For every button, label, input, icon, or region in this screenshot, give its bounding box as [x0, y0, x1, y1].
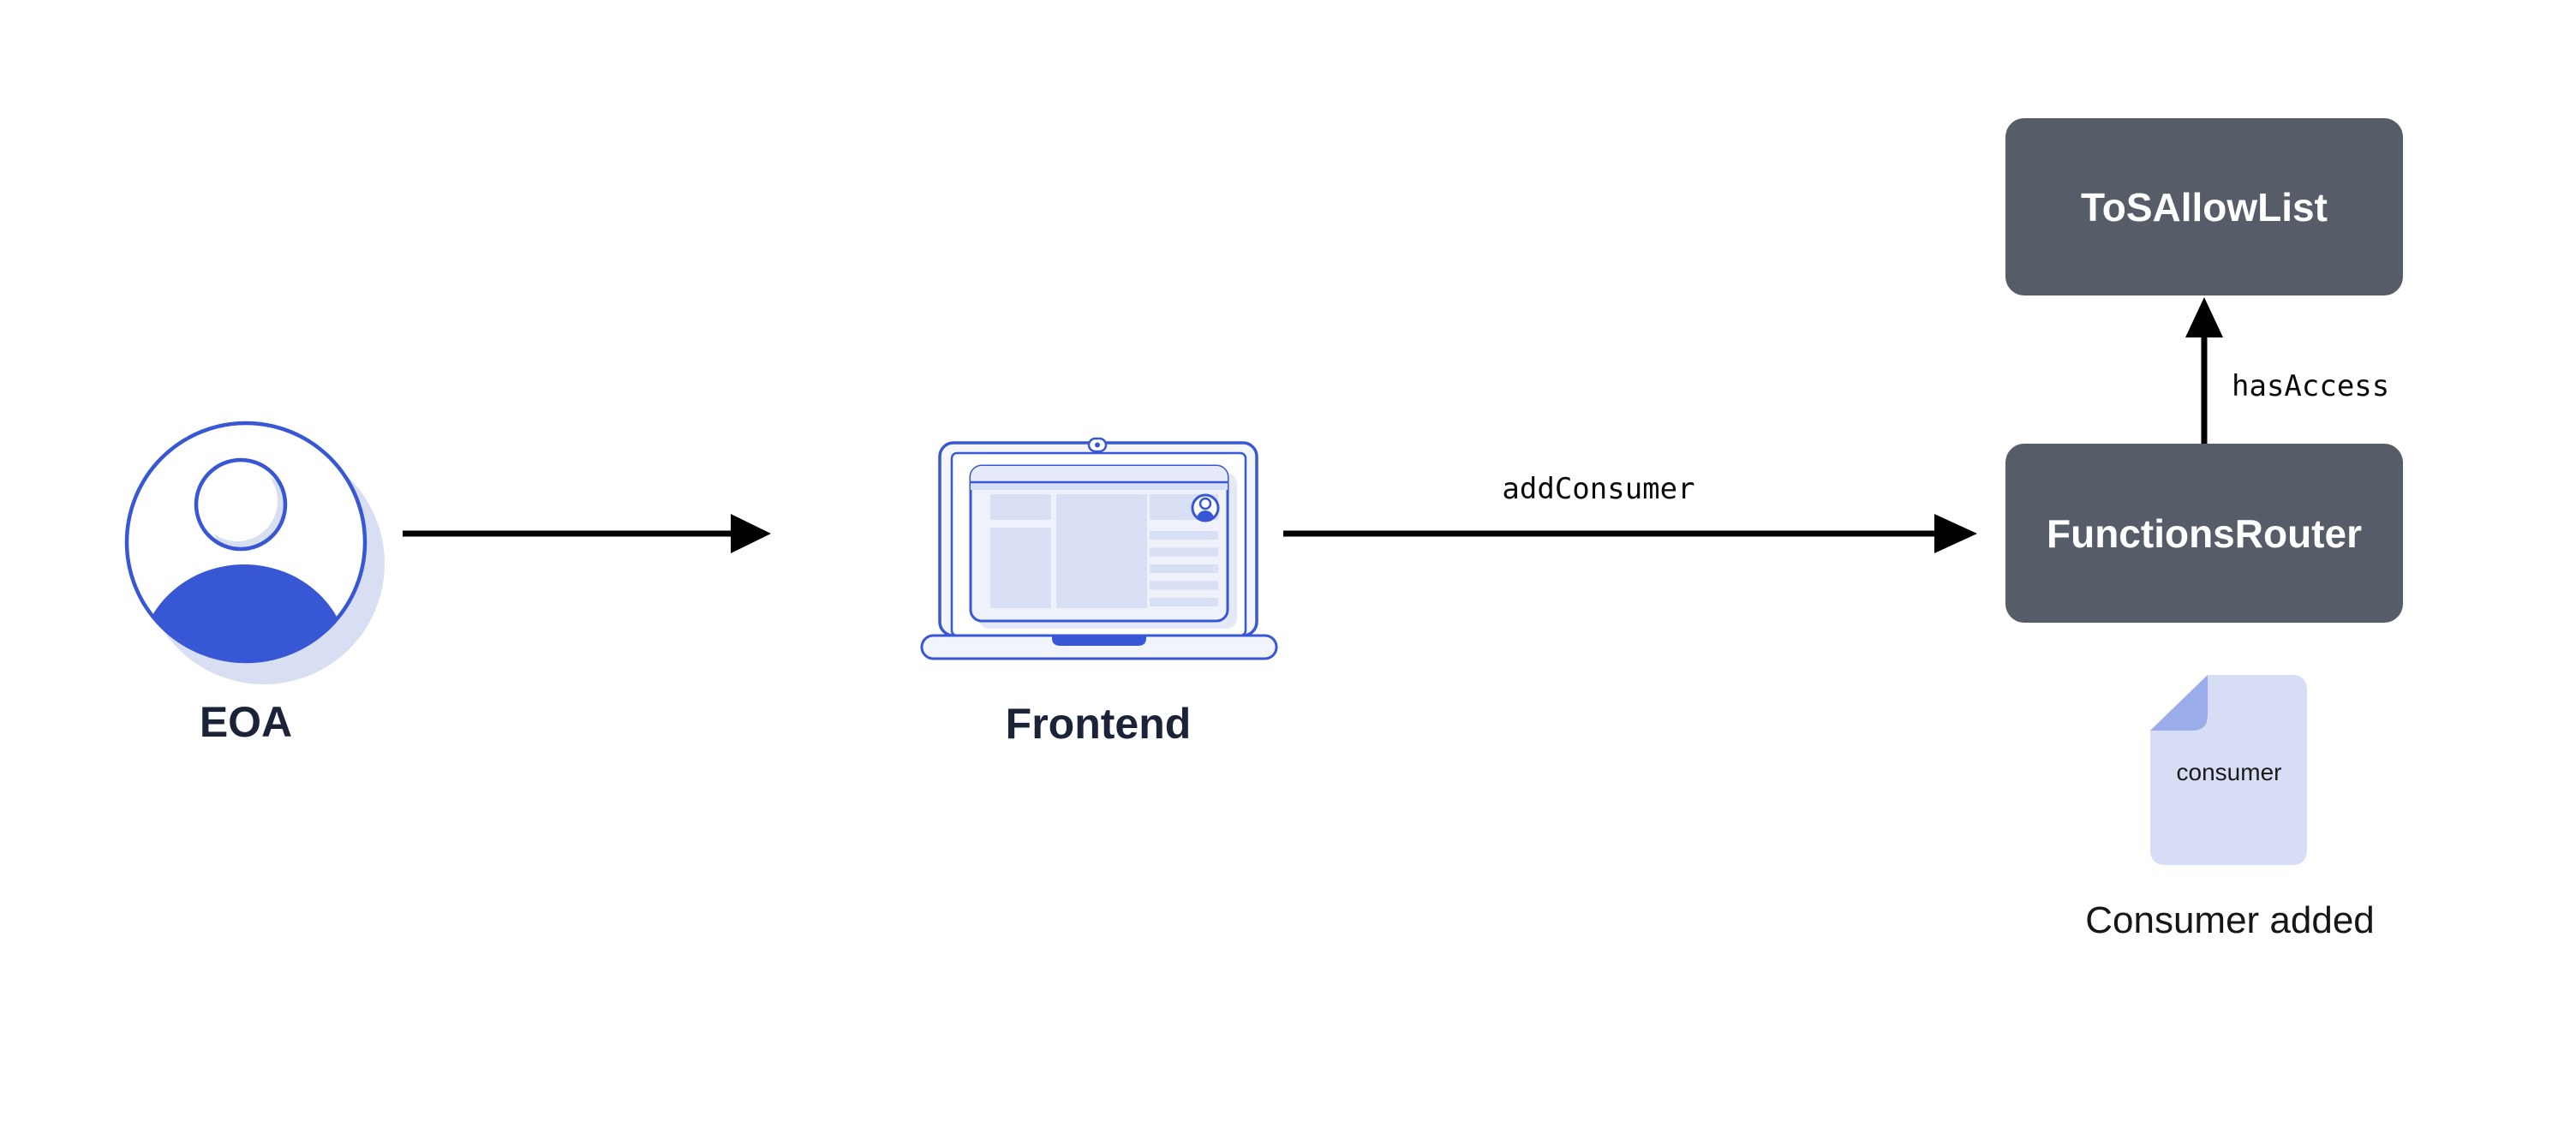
user-avatar-icon	[124, 421, 385, 684]
laptop-icon	[920, 437, 1278, 660]
node-label-tosallowlist: ToSAllowList	[2081, 184, 2328, 230]
edge-label-addconsumer: addConsumer	[1502, 472, 1695, 506]
document-text: consumer	[2176, 759, 2282, 785]
node-label-functionsrouter: FunctionsRouter	[2047, 510, 2362, 556]
node-label-eoa: EOA	[199, 698, 293, 746]
arrow-frontend-to-functionsrouter	[1283, 514, 1977, 553]
node-label-frontend: Frontend	[1005, 700, 1192, 748]
edge-label-hasaccess: hasAccess	[2232, 369, 2390, 403]
arrow-eoa-to-frontend	[403, 514, 771, 553]
consumer-added-caption: Consumer added	[2085, 899, 2375, 941]
node-functionsrouter: FunctionsRouter	[2005, 444, 2403, 623]
node-tosallowlist: ToSAllowList	[2005, 118, 2403, 295]
document-icon	[2150, 675, 2307, 865]
arrow-functionsrouter-to-tosallowlist	[2185, 297, 2223, 444]
